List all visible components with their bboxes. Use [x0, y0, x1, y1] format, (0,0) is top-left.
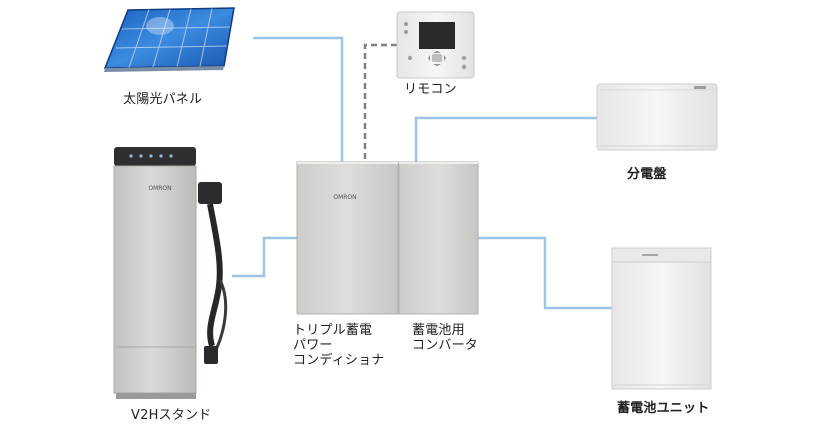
remote-label: リモコン [404, 82, 457, 97]
power-conditioner-label-line: トリプル蓄電 [293, 323, 373, 338]
power-conditioner-label-line: コンディショナ [293, 353, 385, 368]
power-conditioner-label-line: パワー [293, 338, 333, 353]
battery-converter-image [398, 161, 479, 315]
conditioner-logo: OMRON [333, 194, 356, 201]
power-lines [232, 36, 612, 310]
v2h-stand-image: OMRON [113, 147, 228, 399]
v2h-stand-label: V2Hスタンド [131, 408, 212, 423]
solar-panel-image [103, 7, 235, 72]
power-conditioner-label: トリプル蓄電 パワー コンディショナ [293, 323, 385, 368]
battery-unit-image [611, 247, 712, 390]
wire-v2h-to-conditioner [232, 236, 297, 278]
battery-converter-label-line: 蓄電池用 [412, 323, 465, 338]
wire-converter-to-board [414, 116, 597, 162]
remote-control-image [396, 11, 475, 79]
solar-panel-label: 太陽光パネル [123, 92, 203, 107]
wire-converter-to-battery [478, 236, 612, 310]
distribution-board-image [596, 83, 718, 151]
wire-remote-signal [363, 43, 397, 162]
v2h-logo: OMRON [148, 185, 171, 192]
power-conditioner-image: OMRON [296, 161, 399, 315]
battery-unit-label: 蓄電池ユニット [617, 401, 710, 416]
wire-solar-to-conditioner [253, 36, 344, 162]
battery-converter-label: 蓄電池用 コンバータ [412, 323, 478, 353]
distribution-board-label: 分電盤 [627, 167, 667, 182]
battery-converter-label-line: コンバータ [412, 338, 479, 353]
